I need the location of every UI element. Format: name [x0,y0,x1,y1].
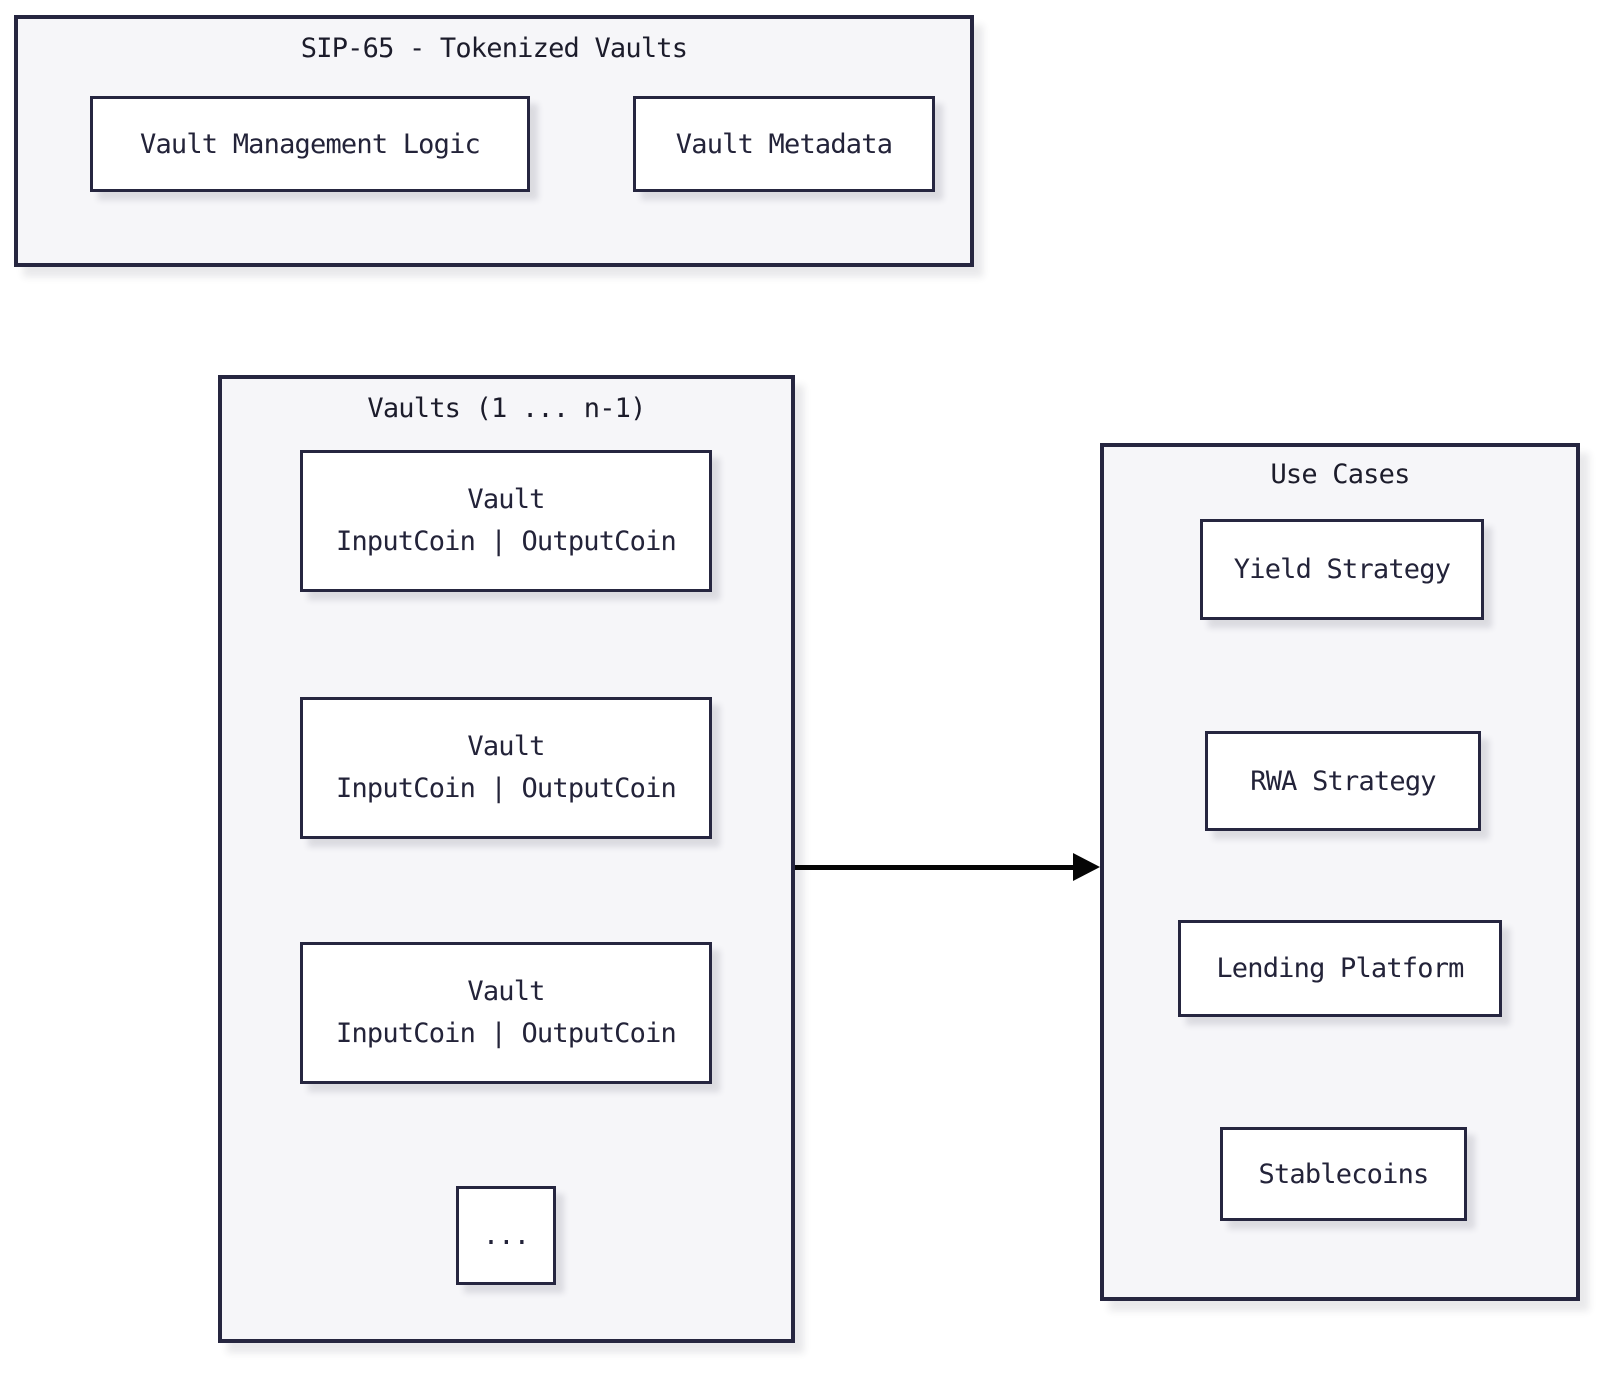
vault-box-3-coins: InputCoin | OutputCoin [335,1018,677,1049]
vault-box-1: Vault InputCoin | OutputCoin [300,450,712,592]
lending-platform-label: Lending Platform [1216,953,1464,984]
vault-management-logic-label: Vault Management Logic [139,128,481,160]
vault-box-2-coins: InputCoin | OutputCoin [335,773,677,804]
vaults-title: Vaults (1 ... n-1) [367,393,646,424]
vault-box-3-name: Vault [467,976,545,1007]
stablecoins-label: Stablecoins [1258,1158,1429,1190]
vault-metadata-box: Vault Metadata [633,96,935,192]
vault-box-2-name: Vault [467,731,545,762]
vault-box-1-name: Vault [467,484,545,515]
rwa-strategy-label: RWA Strategy [1250,765,1436,797]
vault-box-2: Vault InputCoin | OutputCoin [300,697,712,839]
vault-box-1-coins: InputCoin | OutputCoin [335,526,677,557]
vaults-to-usecases-arrow [795,853,1100,881]
vault-box-3: Vault InputCoin | OutputCoin [300,942,712,1084]
vaults-ellipsis-label: ... [482,1220,530,1251]
vaults-container: Vaults (1 ... n-1) Vault InputCoin | Out… [218,375,795,1343]
sip65-container: SIP-65 - Tokenized Vaults Vault Manageme… [14,15,974,267]
sip65-title: SIP-65 - Tokenized Vaults [300,33,688,64]
stablecoins-box: Stablecoins [1220,1127,1467,1221]
vault-management-logic-box: Vault Management Logic [90,96,530,192]
use-cases-container: Use Cases Yield Strategy RWA Strategy Le… [1100,443,1580,1301]
arrow-head-icon [1073,853,1100,881]
arrow-line [795,865,1077,870]
use-cases-title: Use Cases [1270,459,1410,490]
vault-metadata-label: Vault Metadata [675,128,893,160]
rwa-strategy-box: RWA Strategy [1205,731,1481,831]
yield-strategy-label: Yield Strategy [1233,554,1451,585]
yield-strategy-box: Yield Strategy [1200,519,1484,620]
vaults-ellipsis-box: ... [456,1186,556,1285]
lending-platform-box: Lending Platform [1178,920,1502,1017]
